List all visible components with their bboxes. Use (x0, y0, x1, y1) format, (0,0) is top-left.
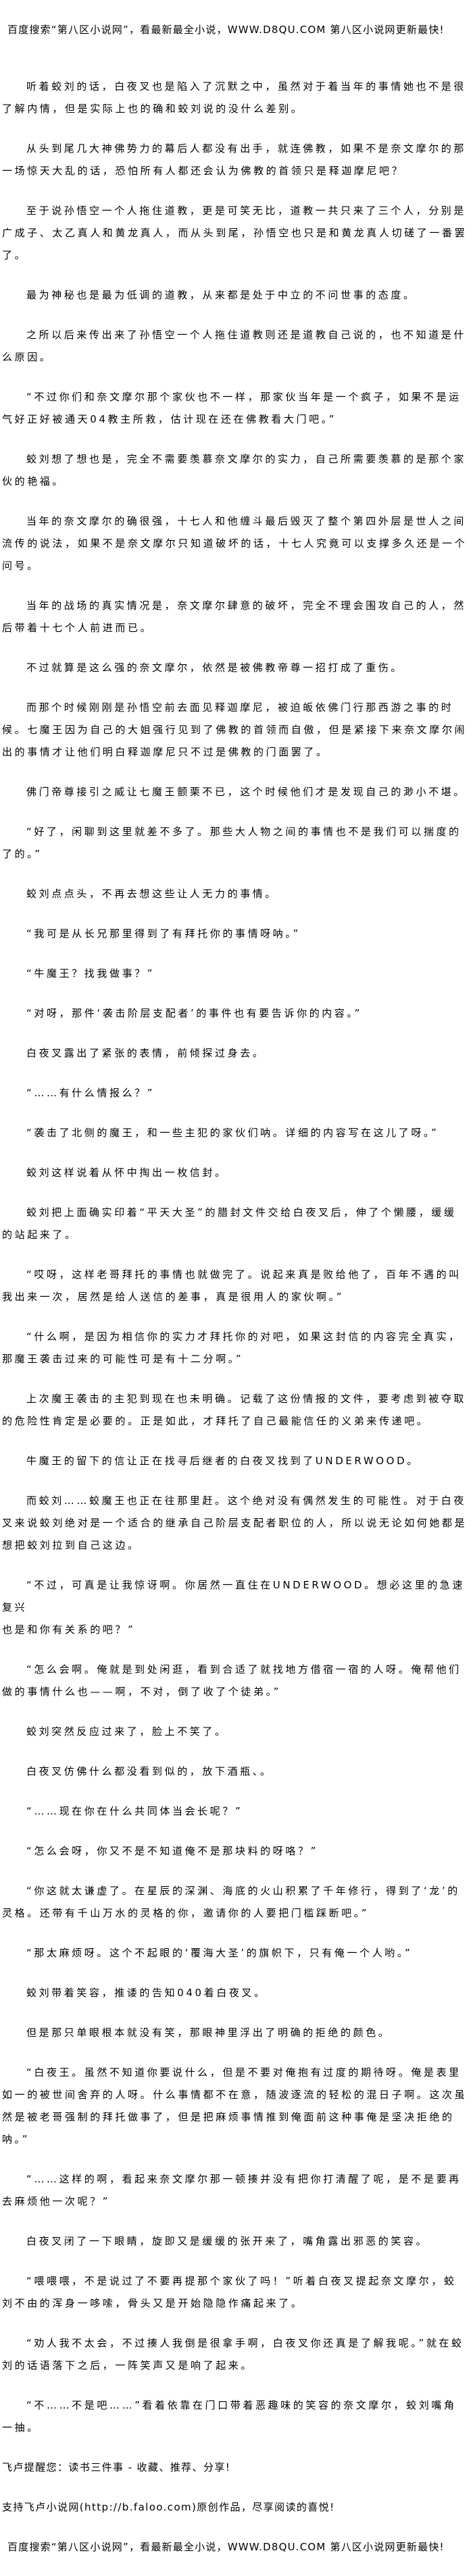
paragraph: 蛟刘想了想也是，完全不需要羡慕奈文摩尔的实力，自己所需要羡慕的是那个家伙的艳福。 (2, 453, 467, 487)
paragraph: “怎么会啊。俺就是到处闲逛，看到合适了就找地方借宿一宿的人呀。俺帮他们做的事情什… (2, 1663, 462, 1698)
paragraph: “哎呀，这样老哥拜托的事情也就做完了。说起来真是败给他了，百年不遇的叫我出来一次… (2, 1268, 462, 1303)
paragraph: “对呀，那件‘袭击阶层支配者’的事件也有要告诉你的内容。” (26, 1007, 362, 1019)
paragraph: 蛟刘突然反应过来了，脸上不笑了。 (26, 1725, 228, 1738)
site-banner-top: 百度搜索“第八区小说网”，看最新最全小说，WWW.D8QU.COM 第八区小说网… (7, 24, 445, 36)
paragraph: “牛魔王？找我做事？” (26, 967, 155, 980)
paragraph: “不过你们和奈文摩尔那个家伙也不一样，那家伙当年是一个疯子，如果不是运气好正好被… (2, 391, 462, 425)
paragraph: 蛟刘点点头，不再去想这些让人无力的事情。 (26, 888, 278, 900)
paragraph: 当年的奈文摩尔的确很强，十七人和他缠斗最后毁灭了整个第四外层是世人之间流传的说法… (2, 515, 468, 572)
paragraph: 蛟刘这样说着从怀中掏出一枚信封。 (26, 1166, 228, 1179)
paragraph: 白夜叉露出了紧张的表情，前倾探过身去。 (26, 1047, 266, 1059)
paragraph: 但是那只单眼根本就没有笑，那眼神里浮出了明确的拒绝的颜色。 (26, 2027, 391, 2039)
paragraph: 至于说孙悟空一个人拖住道教，更是可笑无比，道教一共只来了三个人，分别是广成子、太… (2, 205, 468, 261)
paragraph: 牛魔王的留下的信让正在找寻后继者的白夜叉找到了UNDERWOOD。 (26, 1455, 420, 1467)
footer-support-link[interactable]: 支持飞卢小说网(http://b.faloo.com)原创作品，尽享阅读的喜悦! (2, 2501, 335, 2513)
paragraph: “白夜王。虽然不知道你要说什么，但是不要对俺抱有过度的期待呀。俺是表里如一的被世… (2, 2066, 468, 2145)
paragraph: “袭击了北侧的魔王，和一些主犯的家伙们呐。详细的内容写在这儿了呀。” (26, 1127, 439, 1139)
paragraph: “劝人我不太会，不过揍人我倒是很拿手啊，白夜叉你还真是了解我呢。”就在蛟刘的话语… (2, 2337, 464, 2371)
paragraph: 当年的战场的真实情况是，奈文摩尔肆意的破坏，完全不理会围攻自己的人，然后带着十七… (2, 599, 467, 634)
paragraph: 不过就算是这么强的奈文摩尔，依然是被佛教帝尊一招打成了重伤。 (26, 662, 404, 674)
site-banner-bottom: 百度搜索“第八区小说网”，看最新最全小说，WWW.D8QU.COM 第八区小说网… (7, 2541, 445, 2553)
paragraph: “……这样的啊，看起来奈文摩尔那一顿揍并没有把你打清醒了呢，是不是要再去麻烦他一… (2, 2173, 462, 2207)
paragraph: 白夜叉闭了一下眼睛，旋即又是缓缓的张开来了，嘴角露出邪恶的笑容。 (26, 2235, 429, 2247)
paragraph: “好了，闲聊到这里就差不多了。那些大人物之间的事情也不是我们可以揣度的了的。” (2, 826, 462, 860)
paragraph: “喂喂喂，不是说过了不要再提那个家伙了吗！”听着白夜叉提起奈文摩尔，蛟刘不由的浑… (2, 2275, 457, 2309)
footer-reminder: 飞卢提醒您：读书三件事 - 收藏、推荐、分享! (2, 2461, 231, 2473)
paragraph: 听着蛟刘的话，白夜叉也是陷入了沉默之中，虽然对于着当年的事情她也不是很了解内情，… (2, 80, 467, 115)
paragraph: 蛟刘把上面确实印着“平天大圣”的腊封文件交给白夜叉后，伸了个懒腰，缓缓的站起来了… (2, 1206, 457, 1241)
paragraph: “什么啊，是因为相信你的实力才拜托你的对吧，如果这封信的内容完全真实，那魔王袭击… (2, 1331, 462, 1365)
chapter-body: 听着蛟刘的话，白夜叉也是陷入了沉默之中，虽然对于着当年的事情她也不是很了解内情，… (2, 76, 468, 2439)
paragraph: 白夜叉仿佛什么都没看到似的，放下酒瓶、。 (26, 1765, 273, 1777)
paragraph: “……现在你在什么共同体当会长呢？” (26, 1805, 243, 1817)
paragraph: “不过，可真是让我惊讶啊。你居然一直住在UNDERWOOD。想必这里的急速复兴 … (2, 1579, 466, 1636)
paragraph: 而那个时候刚刚是孙悟空前去面见释迦摩尼，被迫皈依佛门行那西游之事的时候。七魔王因… (2, 701, 468, 758)
paragraph: “……有什么情报么？” (26, 1087, 155, 1099)
paragraph: 而蛟刘……蛟魔王也正在往那里赶。这个绝对没有偶然发生的可能性。对于白夜叉来说蛟刘… (2, 1495, 468, 1551)
paragraph: 佛门帝尊接引之威让七魔王颤栗不已，这个时候他们才是发现自己的渺小不堪。 (26, 786, 467, 798)
paragraph: “我可是从长兄那里得到了有拜托你的事情呀呐。” (26, 928, 301, 940)
paragraph: 之所以后来传出来了孙悟空一个人拖住道教则还是道教自己说的，也不知道是什么原因。 (2, 329, 467, 363)
paragraph: 最为神秘也是最为低调的道教，从来都是处于中立的不问世事的态度。 (26, 289, 416, 301)
paragraph: “那太麻烦呀。这个不起眼的‘覆海大圣’的旗帜下，只有俺一个人哟。” (26, 1947, 413, 1959)
paragraph: 上次魔王袭击的主犯到现在也未明确。记载了这份情报的文件，要考虑到被夺取的危险性肯… (2, 1393, 467, 1427)
paragraph: “不……不是吧……”看着依靠在门口带着恶趣味的笑容的奈文摩尔，蛟刘嘴角一抽。 (2, 2399, 457, 2434)
paragraph: 从头到尾几大神佛势力的幕后人都没有出手，就连佛教，如果不是奈文摩尔的那一场惊天大… (2, 142, 467, 177)
paragraph: 蛟刘带着笑容，推诿的告知040着白夜叉。 (26, 1987, 267, 1999)
paragraph: “怎么会呀，你又不是不知道俺不是那块料的呀咯？” (26, 1845, 318, 1857)
paragraph: “你这就太谦虚了。在星辰的深渊、海底的火山积累了千年修行，得到了‘龙’的灵格。还… (2, 1885, 460, 1919)
